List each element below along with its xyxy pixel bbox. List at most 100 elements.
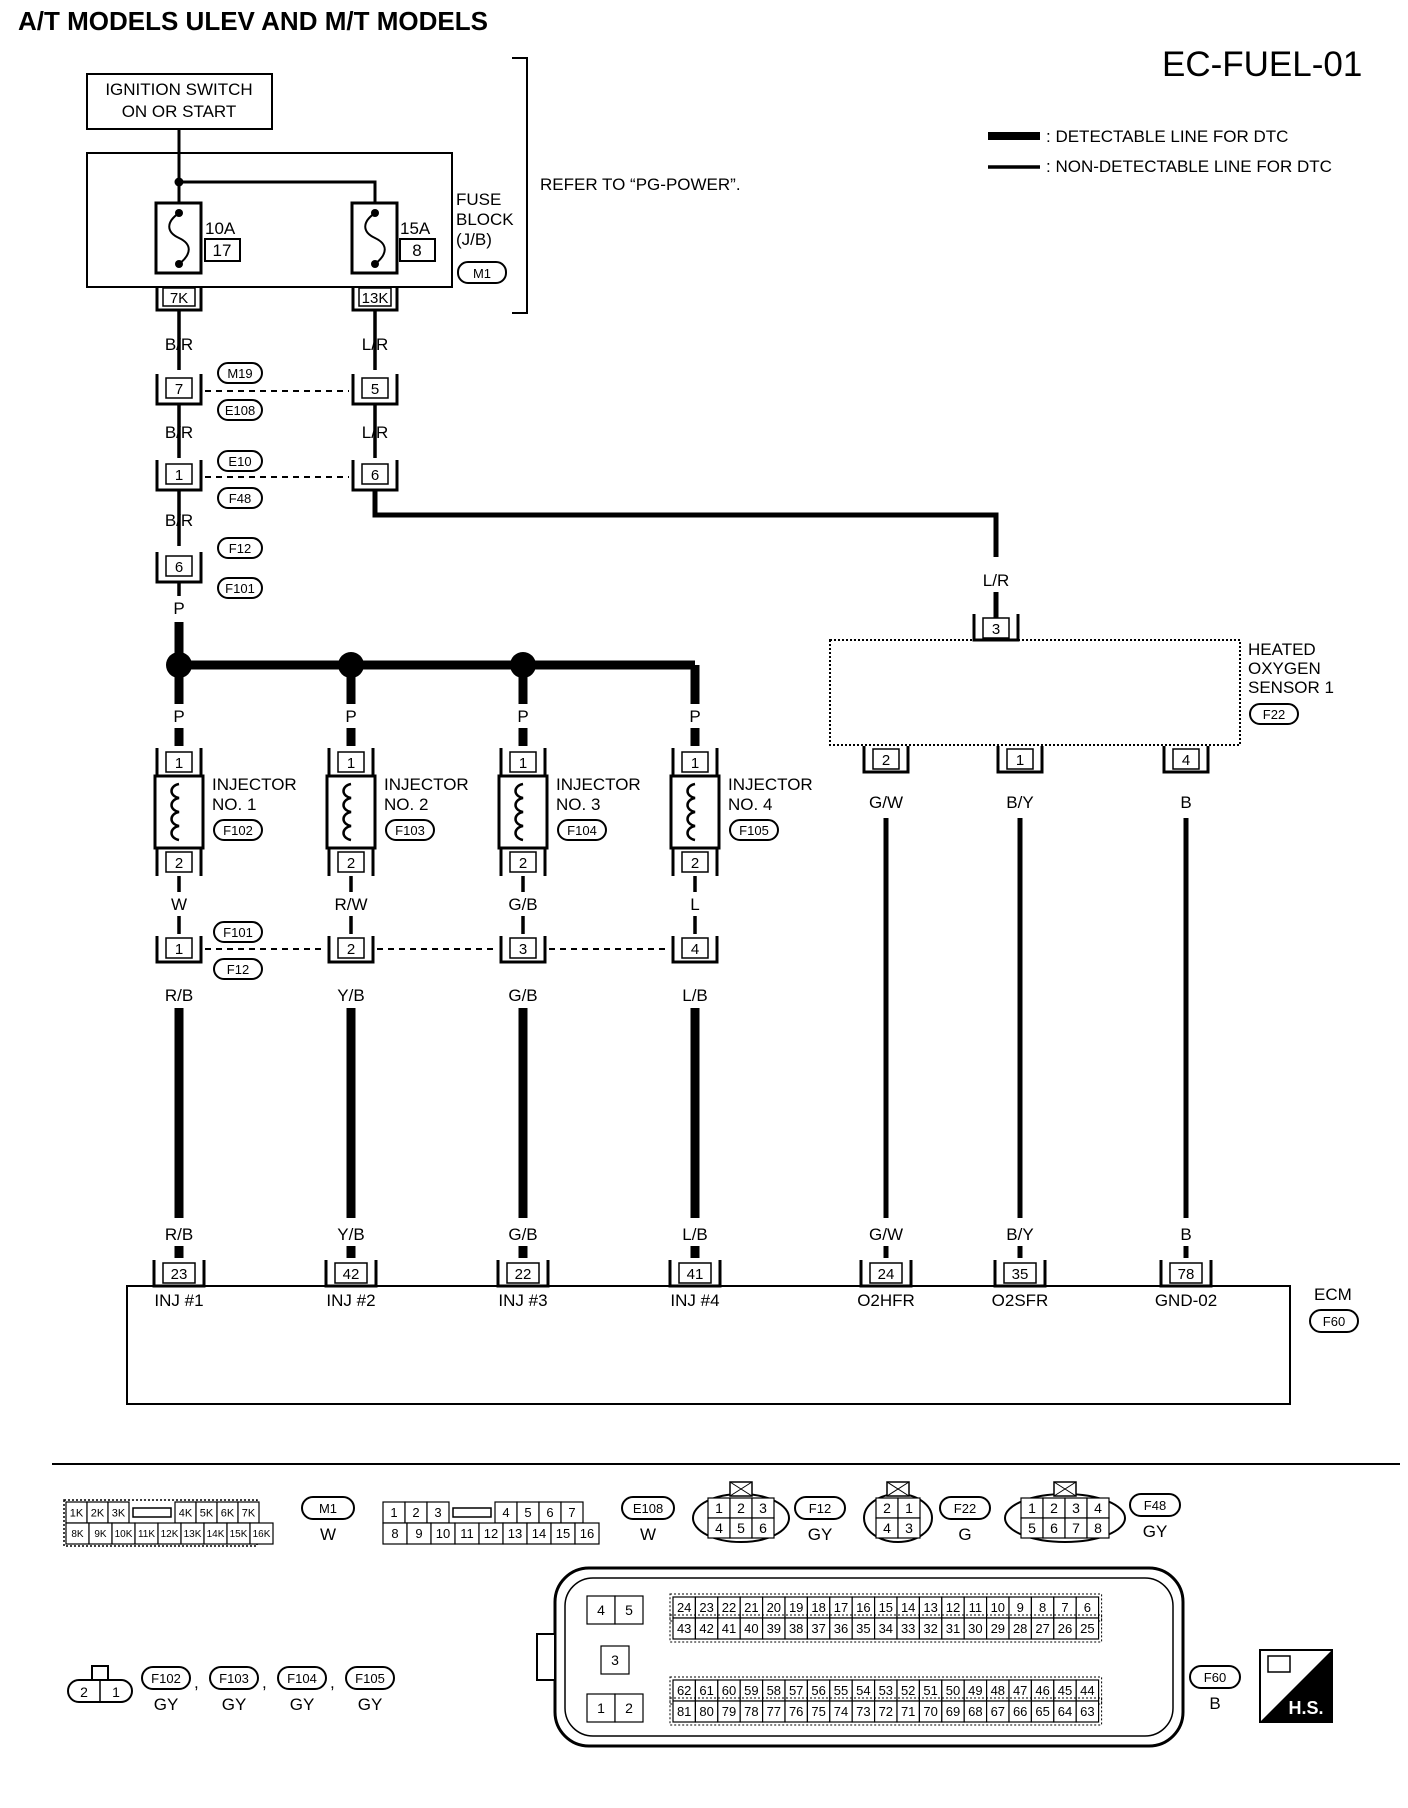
ignition-label-line2: ON OR START bbox=[122, 102, 237, 121]
svg-text:12: 12 bbox=[946, 1600, 960, 1615]
svg-text:76: 76 bbox=[789, 1704, 803, 1719]
svg-text:2: 2 bbox=[412, 1505, 419, 1520]
m1-pin-13K: 13K bbox=[180, 1522, 205, 1545]
f60-pin-65: 65 bbox=[1030, 1700, 1055, 1723]
svg-text:27: 27 bbox=[1035, 1621, 1049, 1636]
wire-label-rb-1: R/B bbox=[165, 986, 193, 1005]
svg-text:11K: 11K bbox=[138, 1529, 155, 1540]
sensor-label-line2: OXYGEN bbox=[1248, 659, 1321, 678]
svg-text:42: 42 bbox=[343, 1266, 360, 1283]
svg-text:32: 32 bbox=[923, 1621, 937, 1636]
svg-text:4: 4 bbox=[883, 1520, 891, 1536]
f60-pin-50: 50 bbox=[941, 1679, 965, 1702]
svg-text:66: 66 bbox=[1013, 1704, 1027, 1719]
svg-text:71: 71 bbox=[901, 1704, 915, 1719]
wire-label-br-1: B/R bbox=[165, 335, 193, 354]
f48-pin-6: 6 bbox=[1042, 1517, 1066, 1539]
ecm-pin-o2hfr: 24 O2HFR bbox=[857, 1260, 915, 1310]
svg-text:3: 3 bbox=[759, 1500, 767, 1516]
f60-pin-28: 28 bbox=[1008, 1617, 1032, 1640]
wire-label-gw-1: G/W bbox=[869, 793, 903, 812]
wire-label-gb-1: G/B bbox=[508, 895, 537, 914]
svg-text:50: 50 bbox=[946, 1683, 960, 1698]
svg-text:2K: 2K bbox=[91, 1507, 105, 1519]
f60-pin-29: 29 bbox=[985, 1617, 1010, 1640]
m1-pin-3K: 3K bbox=[107, 1501, 130, 1524]
svg-text:2: 2 bbox=[519, 855, 527, 872]
svg-text:8: 8 bbox=[1094, 1520, 1102, 1536]
svg-text:69: 69 bbox=[946, 1704, 960, 1719]
svg-text:33: 33 bbox=[901, 1621, 915, 1636]
wire-lr-to-sensor bbox=[372, 490, 999, 557]
f60-pin-67: 67 bbox=[985, 1700, 1010, 1723]
junction-f101-f12: 1 2 3 4 F101 F12 bbox=[155, 921, 719, 980]
svg-text:2: 2 bbox=[80, 1684, 88, 1700]
svg-text:13K: 13K bbox=[362, 290, 389, 307]
f60-pin-45: 45 bbox=[1053, 1679, 1077, 1702]
f22-pin-1: 1 bbox=[897, 1497, 921, 1519]
wire-label-br-3: B/R bbox=[165, 511, 193, 530]
diagram-code: EC-FUEL-01 bbox=[1162, 45, 1362, 84]
svg-text:1: 1 bbox=[112, 1684, 120, 1700]
f60-pin-39: 39 bbox=[761, 1617, 786, 1640]
svg-text:1: 1 bbox=[597, 1700, 605, 1716]
f60-pin-15: 15 bbox=[873, 1596, 898, 1619]
svg-text:6K: 6K bbox=[221, 1507, 235, 1519]
wire-label-rb-2: R/B bbox=[165, 1225, 193, 1244]
f60-pin-70: 70 bbox=[918, 1700, 943, 1723]
connector-e108-pin5: 5 bbox=[351, 374, 399, 406]
injector-column-3: P 1 2 INJECTOR NO. 3 F104 G/B bbox=[497, 665, 641, 934]
svg-text:4: 4 bbox=[1094, 1500, 1102, 1516]
f12-pin-5: 5 bbox=[729, 1517, 753, 1539]
ecm-pin-inj1: 23 INJ #1 bbox=[152, 1260, 206, 1310]
sensor-pin-2: 2 bbox=[862, 746, 910, 774]
wire-label-b-2: B bbox=[1180, 1225, 1191, 1244]
f60-pin-40: 40 bbox=[739, 1617, 764, 1640]
svg-text:24: 24 bbox=[677, 1600, 691, 1615]
svg-text:21: 21 bbox=[744, 1600, 758, 1615]
wire-label-p-inj2: P bbox=[345, 707, 356, 726]
injector-4-label-line2: NO. 4 bbox=[728, 795, 772, 814]
f60-view-color: B bbox=[1209, 1694, 1220, 1713]
svg-text:57: 57 bbox=[789, 1683, 803, 1698]
wire-label-lr-3: L/R bbox=[983, 571, 1009, 590]
harness-side-badge: H.S. bbox=[1259, 1649, 1333, 1723]
connector-m19-pin7: 7 bbox=[155, 374, 203, 406]
svg-text:80: 80 bbox=[699, 1704, 713, 1719]
svg-text:11: 11 bbox=[969, 1600, 983, 1615]
diagram-title: A/T MODELS ULEV AND M/T MODELS bbox=[18, 6, 488, 36]
m1-pin-2K: 2K bbox=[86, 1501, 109, 1524]
svg-text:73: 73 bbox=[856, 1704, 870, 1719]
svg-text:30: 30 bbox=[968, 1621, 982, 1636]
svg-text:GY: GY bbox=[290, 1695, 315, 1714]
svg-text:53: 53 bbox=[879, 1683, 893, 1698]
svg-text:3: 3 bbox=[992, 621, 1000, 638]
f60-pin-9: 9 bbox=[1008, 1596, 1032, 1619]
f60-pin-43: 43 bbox=[672, 1617, 696, 1640]
m1-pin-15K: 15K bbox=[226, 1522, 251, 1545]
wire-label-lr-2: L/R bbox=[362, 423, 388, 442]
wire-label-p-inj1: P bbox=[173, 707, 184, 726]
ecm-terminal-inj4: INJ #4 bbox=[670, 1291, 719, 1310]
svg-text:64: 64 bbox=[1058, 1704, 1072, 1719]
svg-text:37: 37 bbox=[811, 1621, 825, 1636]
svg-text:4K: 4K bbox=[179, 1507, 193, 1519]
svg-text:9: 9 bbox=[415, 1526, 422, 1541]
f60-pin-64: 64 bbox=[1053, 1700, 1077, 1723]
wire-label-l: L bbox=[690, 895, 699, 914]
svg-text:38: 38 bbox=[789, 1621, 803, 1636]
svg-text:13K: 13K bbox=[184, 1529, 202, 1540]
f22-view-color: G bbox=[958, 1525, 971, 1544]
svg-text:,: , bbox=[262, 1673, 267, 1692]
e108-view-id: E108 bbox=[633, 1501, 663, 1516]
svg-text:46: 46 bbox=[1035, 1683, 1049, 1698]
svg-text:5: 5 bbox=[524, 1505, 531, 1520]
e108-pin-2: 2 bbox=[404, 1501, 428, 1524]
svg-text:70: 70 bbox=[923, 1704, 937, 1719]
ecm-pin-inj4: 41 INJ #4 bbox=[668, 1260, 722, 1310]
wire-label-p-inj4: P bbox=[689, 707, 700, 726]
svg-text:6: 6 bbox=[759, 1520, 767, 1536]
svg-text:36: 36 bbox=[834, 1621, 848, 1636]
svg-text:4: 4 bbox=[691, 941, 699, 958]
